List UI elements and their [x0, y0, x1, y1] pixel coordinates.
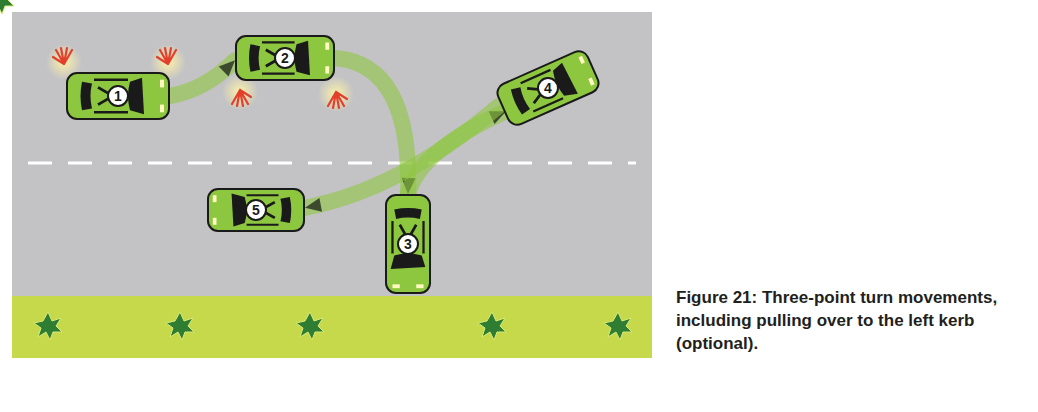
callout-number: 1 [107, 85, 129, 107]
callout-number: 3 [397, 233, 419, 255]
manoeuvre-path [305, 106, 498, 208]
car: 2 [235, 35, 335, 81]
figure-caption: Figure 21: Three-point turn movements, i… [676, 286, 1016, 355]
callout-number: 5 [245, 199, 267, 221]
car: 3 [385, 194, 431, 294]
callout-number: 2 [274, 47, 296, 69]
callout-number: 4 [537, 77, 559, 99]
arrowhead [219, 60, 235, 76]
arrowhead [305, 198, 322, 212]
manoeuvre-path [170, 60, 235, 96]
car: 5 [207, 188, 305, 232]
manoeuvre-arrow [170, 60, 235, 96]
car: 1 [66, 72, 170, 120]
